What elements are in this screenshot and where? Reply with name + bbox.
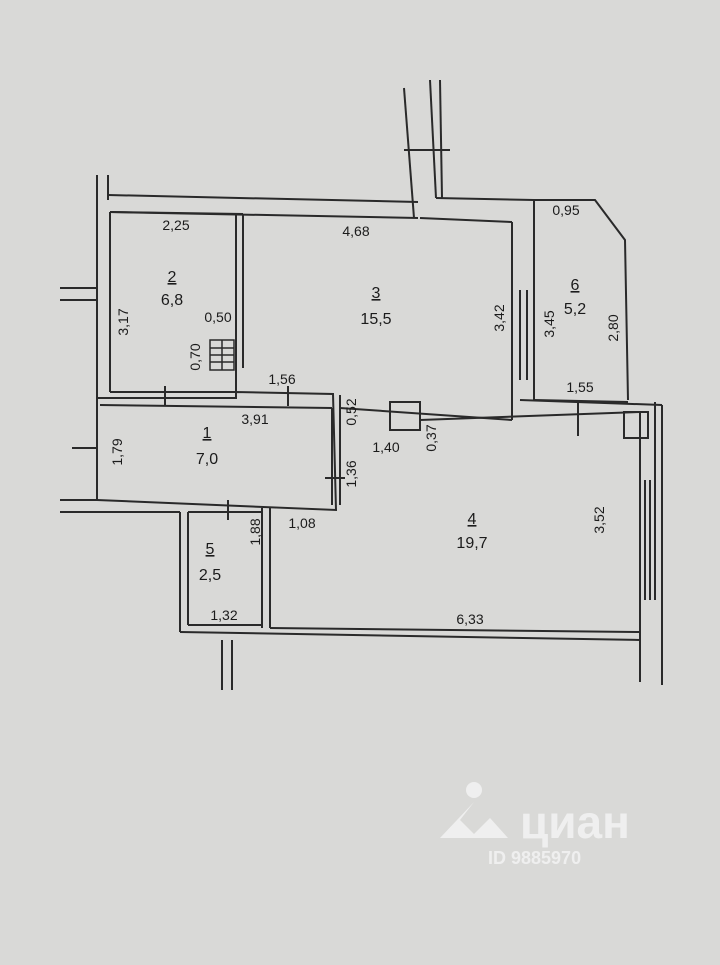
dimension-label: 1,08: [288, 515, 315, 531]
watermark-id: ID 9885970: [488, 848, 581, 868]
dimension-label: 3,17: [115, 308, 131, 335]
balcony-outline: [534, 199, 629, 401]
room-area: 6,8: [161, 292, 183, 309]
room-area: 7,0: [196, 451, 218, 468]
tick-marks: [164, 386, 579, 520]
dimension-label: 1,55: [566, 379, 593, 395]
dimension-label: 1,40: [372, 439, 399, 455]
room-number: 3: [372, 285, 381, 302]
cian-logo-icon: [440, 782, 508, 838]
dimension-label: 1,56: [268, 371, 295, 387]
vent-shaft-icon: [623, 411, 649, 439]
dimension-label: 2,25: [162, 217, 189, 233]
room-labels: 2 6,8 3 15,5 6 5,2 1 7,0 4 19,7 5 2,5: [161, 269, 586, 584]
dimension-label: 3,52: [591, 506, 607, 533]
dimension-label: 0,37: [423, 424, 439, 451]
dimension-label: 0,50: [204, 309, 231, 325]
room-area: 2,5: [199, 567, 221, 584]
shaft-left: [403, 87, 415, 219]
room-number: 2: [168, 269, 177, 286]
dimension-label: 3,91: [241, 411, 268, 427]
dimension-label: 3,42: [491, 304, 507, 331]
room1-outline: [96, 390, 338, 512]
dimension-label: 1,88: [247, 518, 263, 545]
dimension-label: 2,80: [605, 314, 621, 341]
dimension-label: 1,79: [109, 438, 125, 465]
dimension-label: 1,36: [343, 460, 359, 487]
bottom-wall-a: [179, 631, 641, 641]
room4-top-outer: [519, 399, 663, 406]
room1-top-inner: [99, 404, 333, 409]
dimension-labels: 2,25 4,68 0,95 3,17 0,50 0,70 3,42 3,45 …: [109, 202, 621, 627]
duct-grid-icon: [209, 339, 235, 371]
bottom-wall-b: [269, 627, 641, 633]
dimension-label: 0,95: [552, 202, 579, 218]
dimension-label: 3,45: [541, 310, 557, 337]
dimension-label: 6,33: [456, 611, 483, 627]
dimension-label: 1,32: [210, 607, 237, 623]
walls: [60, 79, 663, 690]
shaft-mid: [429, 79, 437, 199]
room4-top: [419, 411, 641, 421]
room-area: 5,2: [564, 301, 586, 318]
watermark: циан ID 9885970: [440, 782, 630, 868]
top-wall-right-a: [435, 197, 535, 201]
dimension-label: 4,68: [342, 223, 369, 239]
room-number: 5: [206, 541, 215, 558]
room-area: 15,5: [360, 311, 391, 328]
dimension-label: 0,52: [343, 398, 359, 425]
dimension-label: 0,70: [187, 343, 203, 370]
room-number: 4: [468, 511, 477, 528]
room-number: 1: [203, 425, 212, 442]
shaft-right: [439, 79, 443, 199]
vent-shaft-icon: [389, 401, 421, 431]
room3-top-right: [419, 217, 513, 223]
room2-top: [109, 211, 244, 215]
room-area: 19,7: [456, 535, 487, 552]
room-number: 6: [571, 277, 580, 294]
top-wall-a: [107, 194, 419, 203]
watermark-brand: циан: [520, 796, 630, 848]
